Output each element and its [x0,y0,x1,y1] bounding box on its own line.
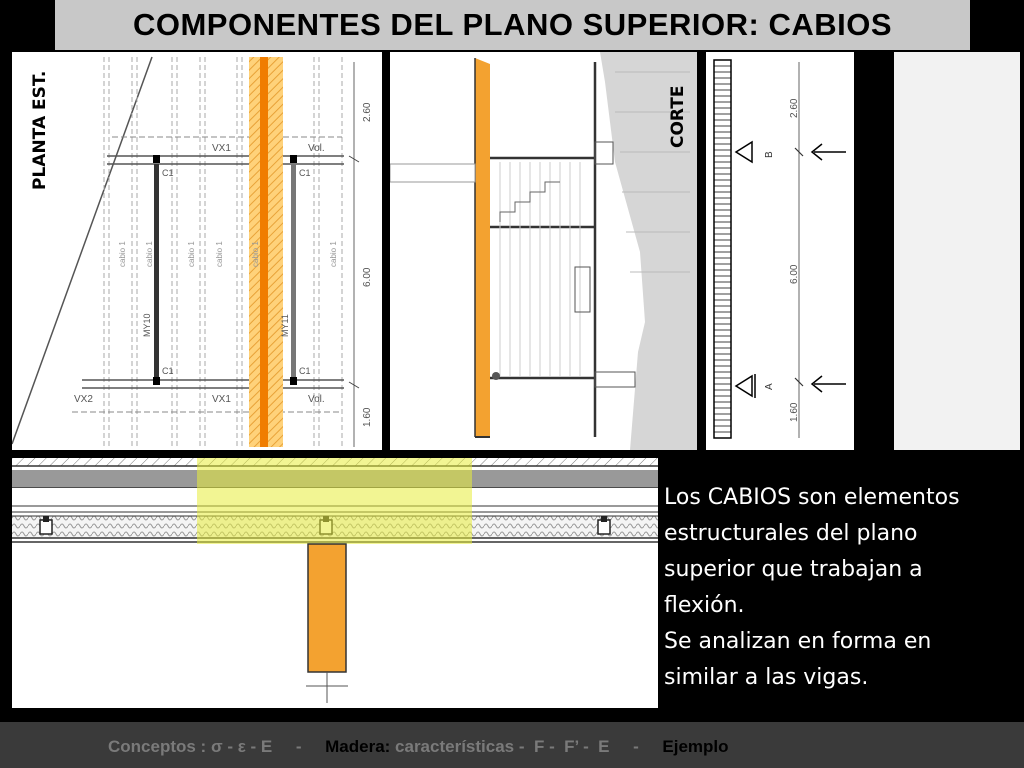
corte-drawing [390,52,697,450]
beam-label-vx2: VX2 [74,394,93,405]
column-label-2: C1 [299,168,311,178]
footer-caracteristicas[interactable]: características - F - F’ - E - [390,737,663,756]
description-paragraph-2: Se analizan en forma en similar a las vi… [664,629,932,690]
support-b-icon [734,140,753,164]
footer-conceptos[interactable]: Conceptos : [108,737,211,756]
footer-ejemplo[interactable]: Ejemplo [662,737,729,756]
column-label-4: C1 [299,366,311,376]
footer-sigma[interactable]: σ [210,737,223,756]
cabio-label-6: cabio 1 [329,241,338,267]
description-text: Los CABIOS son elementos estructurales d… [664,480,1009,696]
footer-nav: Conceptos : σ - ε - E - Madera: caracter… [108,737,729,757]
label-corte: CORTE [668,85,688,148]
scheme-dim-bot: 1.60 [789,402,800,422]
load-arrow-icon-top [810,143,846,161]
column-label-1: C1 [162,168,174,178]
beam-label-vx1-top: VX1 [212,143,231,154]
column-label-3: C1 [162,366,174,376]
cabio-label-1: cabio 1 [118,241,127,267]
scheme-dim-top: 2.60 [789,98,800,118]
beam-label-vol-bottom: Vol. [308,394,325,405]
cabio-label-4: cabio 1 [215,241,224,267]
dim-label-mid: 6.00 [362,267,373,287]
page-title: COMPONENTES DEL PLANO SUPERIOR: CABIOS [132,7,893,42]
beam-label-vol-top: Vol. [308,143,325,154]
label-planta: PLANTA EST. [30,70,50,190]
footer-e[interactable]: - E - [245,737,326,756]
panel-detalle [12,458,658,708]
footer-madera[interactable]: Madera: [325,737,391,756]
label-esquema: ESQUEMA EST. Y DE CARGAS [865,91,885,364]
dim-label-bot: 1.60 [362,407,373,427]
planta-drawing: VX1 Vol. VX2 VX1 Vol. C1 C1 C1 C1 MY10 M… [12,52,373,450]
panel-esquema: B A 2.60 6.00 1.60 [706,52,854,450]
beam-label-vx1-bottom: VX1 [212,394,231,405]
wall-label-my10: MY10 [142,313,152,337]
footer-sep-1: - [222,737,238,756]
footer-epsilon[interactable]: ε [237,737,246,756]
cabio-label-2: cabio 1 [145,241,154,267]
support-a-icon [734,374,753,398]
load-arrow-icon-bottom [810,375,846,393]
esquema-drawing: B A 2.60 6.00 1.60 [713,59,846,439]
support-label-b: B [764,151,775,158]
support-label-a: A [764,383,775,390]
panel-edge [894,52,1020,450]
dim-label-top: 2.60 [362,102,373,122]
detalle-drawing [12,458,658,703]
wall-label-my11: MY11 [280,314,290,337]
panel-corte: CORTE [390,52,697,450]
panel-planta: VX1 Vol. VX2 VX1 Vol. C1 C1 C1 C1 MY10 M… [12,52,382,450]
cabio-label-5: cabio 1 [251,241,260,267]
scheme-dim-mid: 6.00 [789,264,800,284]
description-paragraph-1: Los CABIOS son elementos estructurales d… [664,485,960,618]
title-bar: COMPONENTES DEL PLANO SUPERIOR: CABIOS [55,0,970,50]
cabio-label-3: cabio 1 [187,241,196,267]
footer-bar [0,722,1024,768]
